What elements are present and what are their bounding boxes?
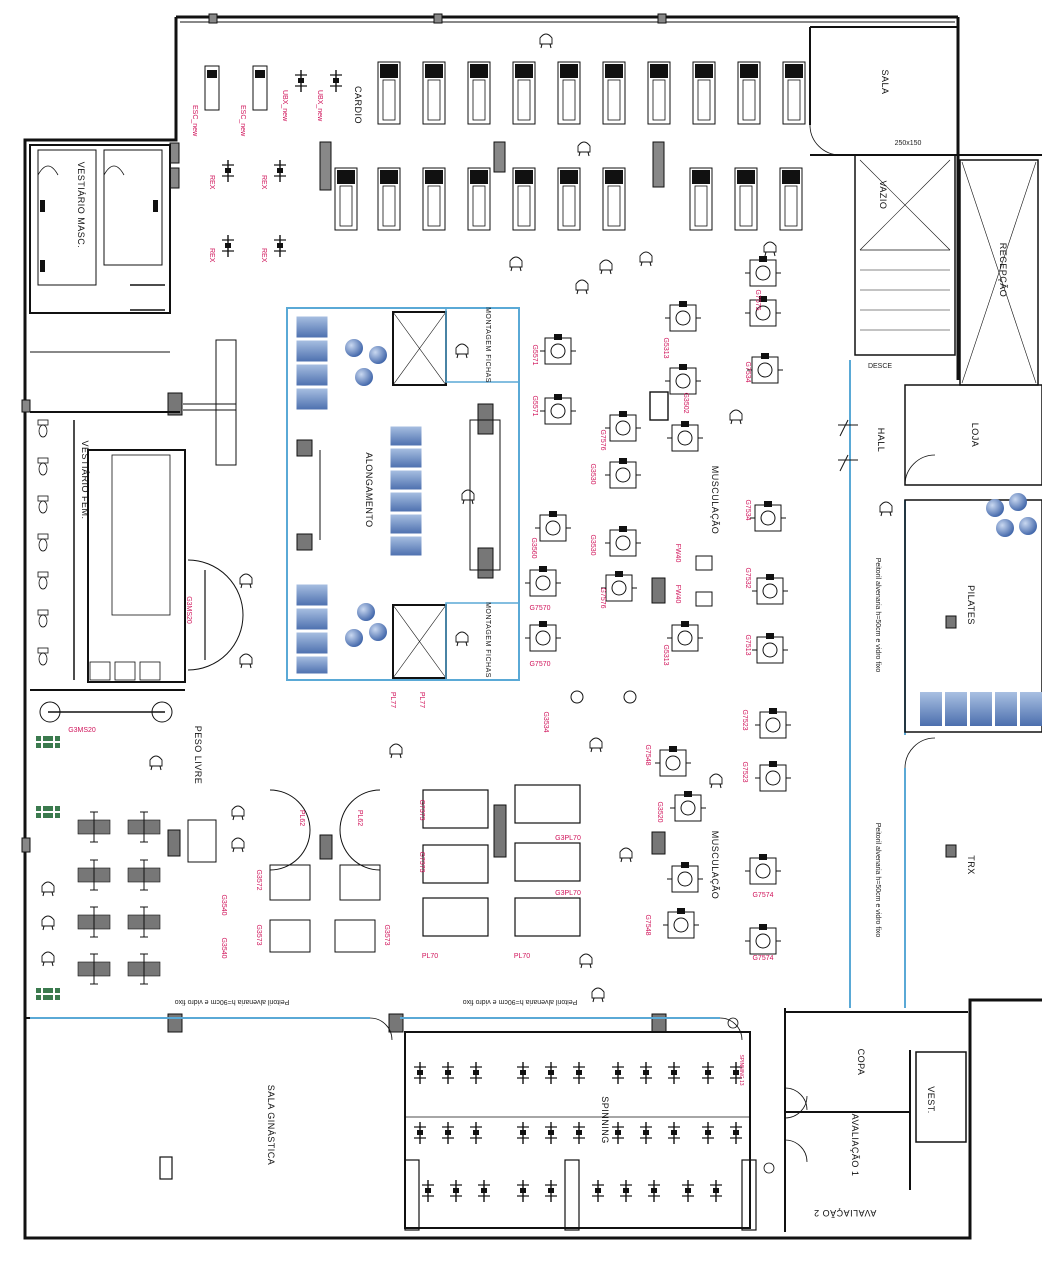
vestiario-masc-label: VESTIÁRIO MASC.	[76, 162, 86, 249]
vest-label: VEST.	[926, 1086, 936, 1114]
spinning-label: SPINNING	[600, 1096, 610, 1144]
g5313-tag-1: G5313	[662, 337, 669, 358]
g7570-tag-2: G7570	[529, 661, 550, 668]
esc-tag-2: ESC_new	[239, 105, 246, 137]
copa-label: COPA	[856, 1049, 866, 1076]
ubx-tag-2: UBX_new	[316, 90, 323, 122]
pl77-tag-1: PL77	[389, 692, 396, 708]
entrance-zone	[809, 124, 1042, 858]
pl70-tag-1: PL70	[422, 953, 438, 960]
pl62-tag-2: PL62	[356, 810, 363, 826]
pilates-label: PILATES	[966, 585, 976, 625]
ubx-tag: UBX_new	[281, 90, 288, 122]
g7570-tag-1: G7570	[529, 605, 550, 612]
g7373-tag-1: G7373	[418, 799, 425, 820]
musculacao-label-2: MUSCULAÇÃO	[710, 831, 720, 900]
musculacao-label-1: MUSCULAÇÃO	[710, 466, 720, 535]
g7548-tag-1: G7548	[644, 744, 651, 765]
g3pl70-tag-2: G3PL70	[555, 890, 581, 897]
g3540-tag-1: G3540	[220, 894, 227, 915]
g3520-tag: G3520	[656, 801, 663, 822]
g7373-tag-2: G7373	[418, 851, 425, 872]
g5571-tag-1: G5571	[531, 344, 538, 365]
pl70-tag-2: PL70	[514, 953, 530, 960]
vestiario-masc-room	[29, 144, 171, 353]
g3502-tag: G3502	[682, 392, 689, 413]
g5313-tag-2: G5313	[662, 644, 669, 665]
desce-label: DESCE	[868, 363, 892, 370]
montagem-fichas-label-2: MONTAGEM FICHAS	[484, 602, 491, 678]
g7523-tag-2: G7523	[741, 761, 748, 782]
peitoril-note-south-1: Peitoril alvenaria h=90cm e vidro fixo	[175, 998, 290, 1005]
g3534-tag: G3534	[542, 711, 549, 732]
pl77-tag-2: PL77	[418, 692, 425, 708]
g7534-tag-1: G7534	[744, 361, 751, 382]
g3530-tag-2: G3530	[589, 534, 596, 555]
g7523-tag-1: G7523	[741, 709, 748, 730]
south-rooms	[25, 1008, 968, 1232]
spinning-count-tag: SPINNING 13	[738, 1054, 744, 1085]
g3560-tag: G3560	[530, 537, 537, 558]
vazio-label: VAZIO	[878, 181, 888, 210]
plate-loaded-machines	[167, 784, 581, 953]
peso-livre-area	[36, 559, 244, 1000]
peitoril-note-hall-2: Peitoril alvenaria h=50cm e vidro fixo	[874, 823, 881, 938]
g3572-tag: G3572	[255, 869, 262, 890]
cardio-area	[204, 61, 806, 258]
g5571-tag-2: G5571	[531, 395, 538, 416]
fw40-tag-2: FW40	[674, 585, 681, 604]
g7574-tag-1: G7574	[752, 892, 773, 899]
glass-walls	[30, 307, 906, 1019]
g7576-tag-1: G7576	[599, 429, 606, 450]
g3530-tag: G3530	[589, 463, 596, 484]
rex-tag-3: REX	[208, 248, 215, 263]
g3573-tag-2: G3573	[383, 924, 390, 945]
spinning-bikes	[413, 1061, 743, 1203]
g3573-tag-1: G3573	[255, 924, 262, 945]
trx-label: TRX	[966, 855, 976, 875]
rex-tag-2: REX	[260, 175, 267, 190]
sala-dimensions: 250x150	[895, 140, 922, 147]
rex-tag-4: REX	[260, 248, 267, 263]
fw40-tag-1: FW40	[674, 544, 681, 563]
alongamento-label: ALONGAMENTO	[364, 452, 374, 527]
montagem-fichas-label-1: MONTAGEM FICHAS	[484, 307, 491, 383]
g7513-tag: G7513	[744, 634, 751, 655]
hall-label: HALL	[876, 428, 886, 453]
g7534-tag-2: G7534	[744, 499, 751, 520]
g7532-tag: G7532	[744, 567, 751, 588]
g3ms20-tag-1: G3MS20	[185, 596, 192, 624]
loja-label: LOJA	[970, 423, 980, 448]
sala-label: SALA	[880, 69, 890, 94]
g7548-tag-2: G7548	[644, 914, 651, 935]
musculacao-area	[524, 255, 792, 955]
alongamento-area	[295, 307, 520, 681]
esc-tag-1: ESC_new	[191, 105, 198, 137]
vestiario-fem-label: VESTIÁRIO FEM.	[80, 440, 90, 519]
outer-walls	[21, 13, 1042, 1240]
g7576-tag-2: G7576	[599, 587, 606, 608]
pl62-tag-1: PL62	[298, 810, 305, 826]
peitoril-note-south-2: Peitoril alvenaria h=90cm e vidro fixo	[463, 998, 578, 1005]
peso-livre-label: PESO LIVRE	[193, 726, 203, 785]
g7575-tag: G7575	[754, 289, 761, 310]
vestiario-fem-room	[30, 411, 186, 691]
g7574-tag-2: G7574	[752, 955, 773, 962]
g3540-tag-2: G3540	[220, 937, 227, 958]
g3pl70-tag-1: G3PL70	[555, 835, 581, 842]
rex-tag-1: REX	[208, 175, 215, 190]
recepcao-label: RECEPÇÃO	[998, 243, 1008, 298]
peitoril-note-hall-1: Peitoril alvenaria h=50cm e vidro fixo	[874, 558, 881, 673]
avaliacao2-label: AVALIAÇÃO 2	[814, 1208, 877, 1218]
pull-up-structure	[183, 339, 237, 466]
g3ms20-tag-2: G3MS20	[68, 727, 96, 734]
sala-ginastica-label: SALA GINÁSTICA	[266, 1085, 276, 1166]
cardio-label: CARDIO	[353, 86, 363, 124]
avaliacao1-label: AVALIAÇÃO 1	[850, 1114, 860, 1177]
